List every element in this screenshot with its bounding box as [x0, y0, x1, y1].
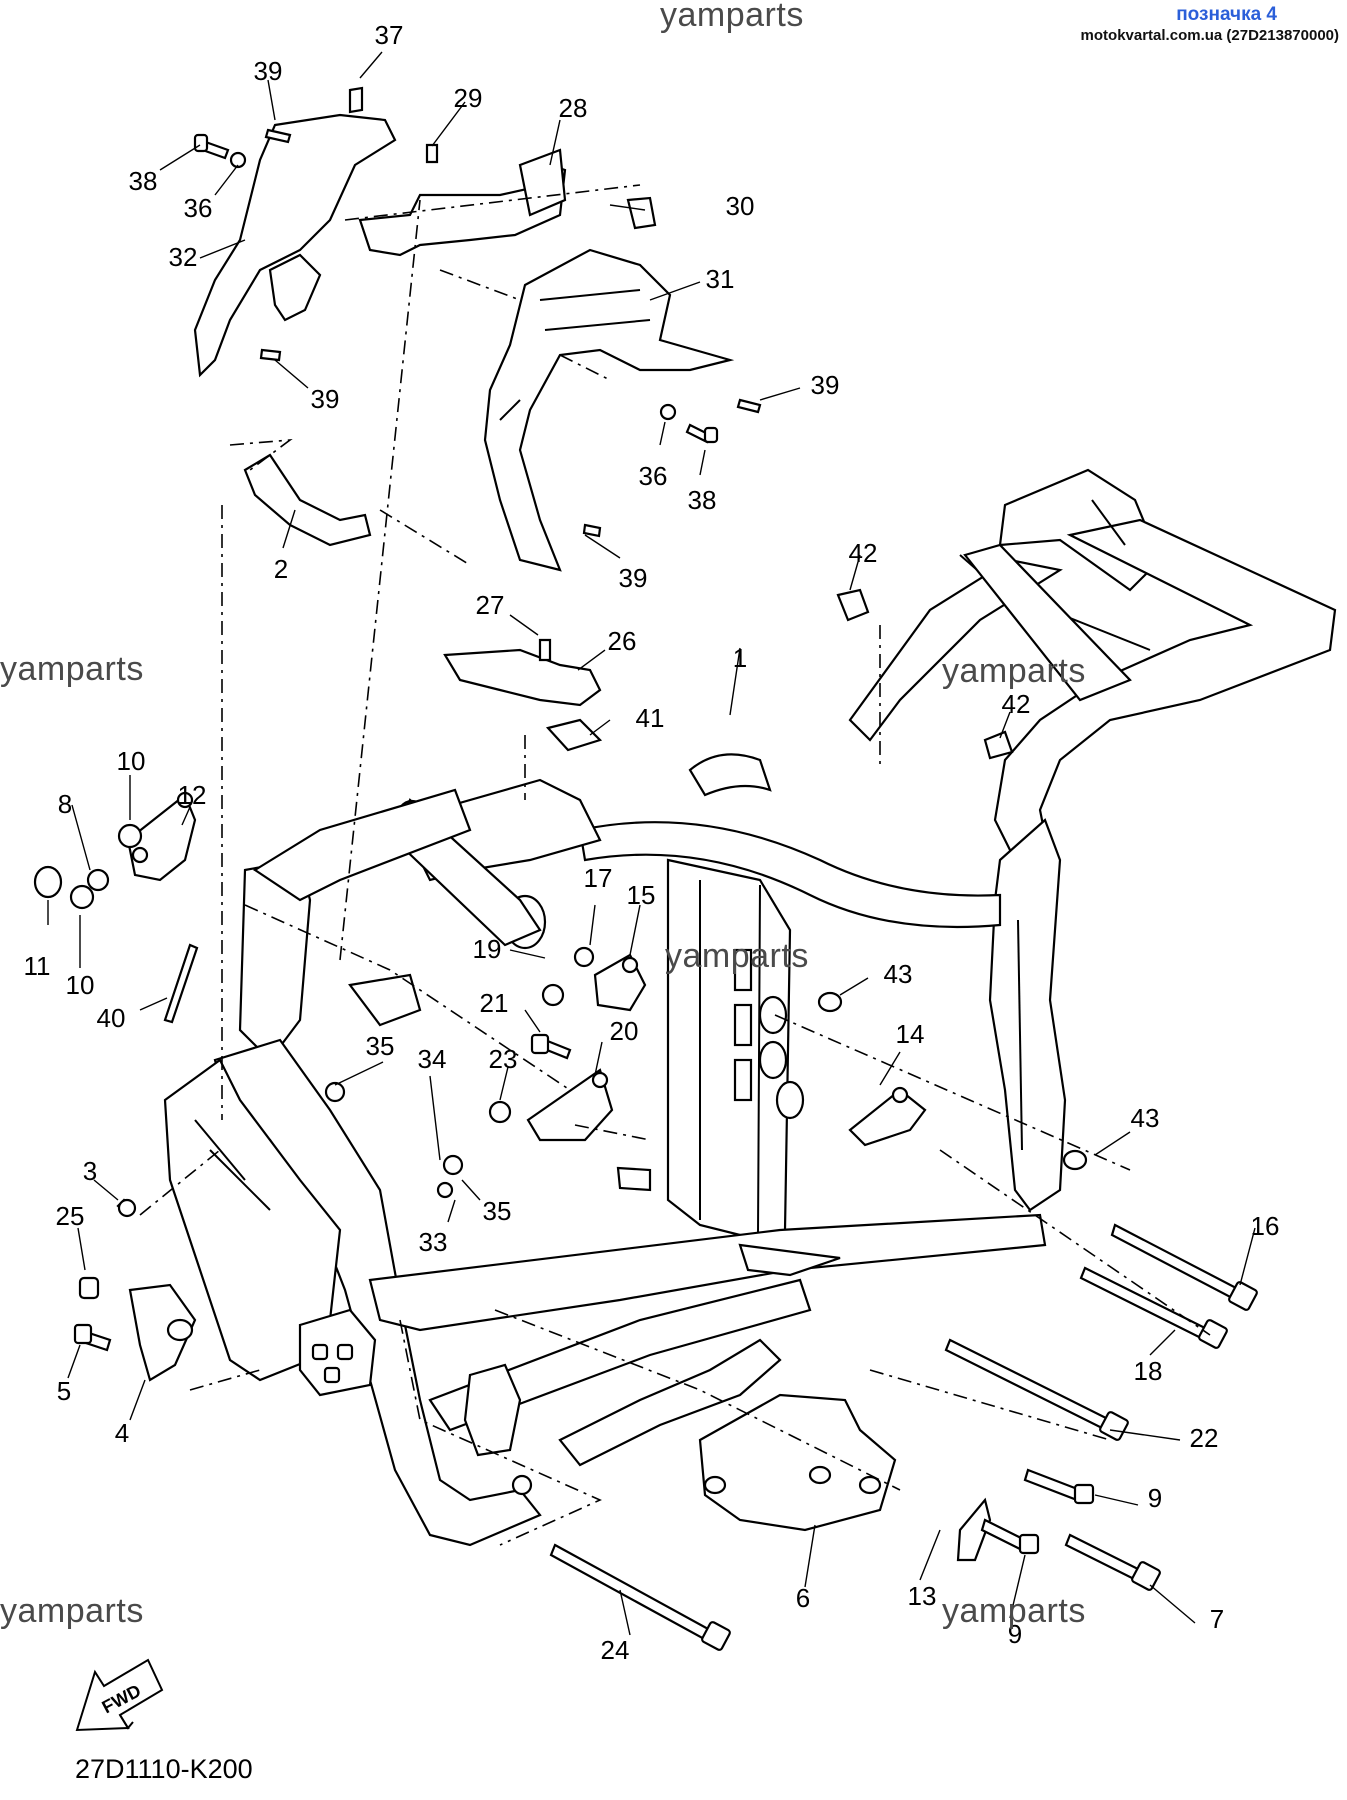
callout-39a: 39 [254, 56, 283, 86]
callout-42b: 42 [1002, 689, 1031, 719]
callout-19: 19 [473, 934, 502, 964]
callout-25: 25 [56, 1201, 85, 1231]
callout-42a: 42 [849, 538, 878, 568]
callout-30: 30 [726, 191, 755, 221]
callout-9a: 9 [1148, 1483, 1162, 1513]
callout-36a: 36 [184, 193, 213, 223]
callout-29: 29 [454, 83, 483, 113]
callout-43b: 43 [1131, 1103, 1160, 1133]
callout-33: 33 [419, 1227, 448, 1257]
callout-20: 20 [610, 1016, 639, 1046]
callout-34: 34 [418, 1044, 447, 1074]
fwd-arrow-icon: FWD [75, 1658, 164, 1732]
callout-38a: 38 [129, 166, 158, 196]
watermark: yamparts [942, 652, 1086, 690]
callout-32: 32 [169, 242, 198, 272]
callout-22: 22 [1190, 1423, 1219, 1453]
callout-3: 3 [83, 1156, 97, 1186]
callout-41: 41 [636, 703, 665, 733]
watermark: yamparts [0, 1592, 144, 1630]
callout-18: 18 [1134, 1356, 1163, 1386]
callout-40: 40 [97, 1003, 126, 1033]
assembly-lines [139, 184, 1211, 1546]
callout-14: 14 [896, 1019, 925, 1049]
callout-26: 26 [608, 626, 637, 656]
callout-5: 5 [57, 1376, 71, 1406]
covers [193, 113, 1014, 760]
callout-10b: 10 [66, 970, 95, 1000]
callout-7: 7 [1210, 1604, 1224, 1634]
diagram-code: 27D1110-K200 [75, 1754, 253, 1784]
leader-lines [47, 51, 1256, 1636]
part-40-rod [163, 943, 199, 1024]
callout-38b: 38 [688, 485, 717, 515]
callout-27: 27 [476, 590, 505, 620]
callout-17: 17 [584, 863, 613, 893]
callout-10a: 10 [117, 746, 146, 776]
callout-23: 23 [489, 1044, 518, 1074]
callout-1: 1 [733, 643, 747, 673]
callout-8: 8 [58, 789, 72, 819]
callout-13: 13 [908, 1581, 937, 1611]
callout-39c: 39 [811, 370, 840, 400]
callout-6: 6 [796, 1583, 810, 1613]
callout-15: 15 [627, 880, 656, 910]
watermark: yamparts [0, 650, 144, 688]
callout-35a: 35 [366, 1031, 395, 1061]
callout-21: 21 [480, 988, 509, 1018]
callout-16: 16 [1251, 1211, 1280, 1241]
callout-28: 28 [559, 93, 588, 123]
mount-brackets [126, 791, 992, 1562]
bolts [33, 86, 1258, 1651]
callout-31: 31 [706, 264, 735, 294]
callout-39d: 39 [619, 563, 648, 593]
callout-39b: 39 [311, 384, 340, 414]
watermark: yamparts [665, 937, 809, 975]
header-title[interactable]: позначка 4 [1176, 4, 1277, 25]
callout-24: 24 [601, 1635, 630, 1665]
callout-labels: 37 39 29 28 38 36 30 32 31 39 39 36 38 2… [24, 20, 1280, 1665]
callout-37: 37 [375, 20, 404, 50]
callout-35b: 35 [483, 1196, 512, 1226]
watermark: yamparts [942, 1592, 1086, 1630]
callout-12: 12 [178, 780, 207, 810]
main-frame [163, 468, 1337, 1547]
callout-9b: 9 [1008, 1619, 1022, 1649]
watermark: yamparts [660, 0, 804, 34]
callout-36b: 36 [639, 461, 668, 491]
header-source: motokvartal.com.ua (27D213870000) [1080, 27, 1339, 44]
callout-2: 2 [274, 554, 288, 584]
callout-11: 11 [24, 951, 51, 981]
callout-43a: 43 [884, 959, 913, 989]
callout-4: 4 [115, 1418, 129, 1448]
